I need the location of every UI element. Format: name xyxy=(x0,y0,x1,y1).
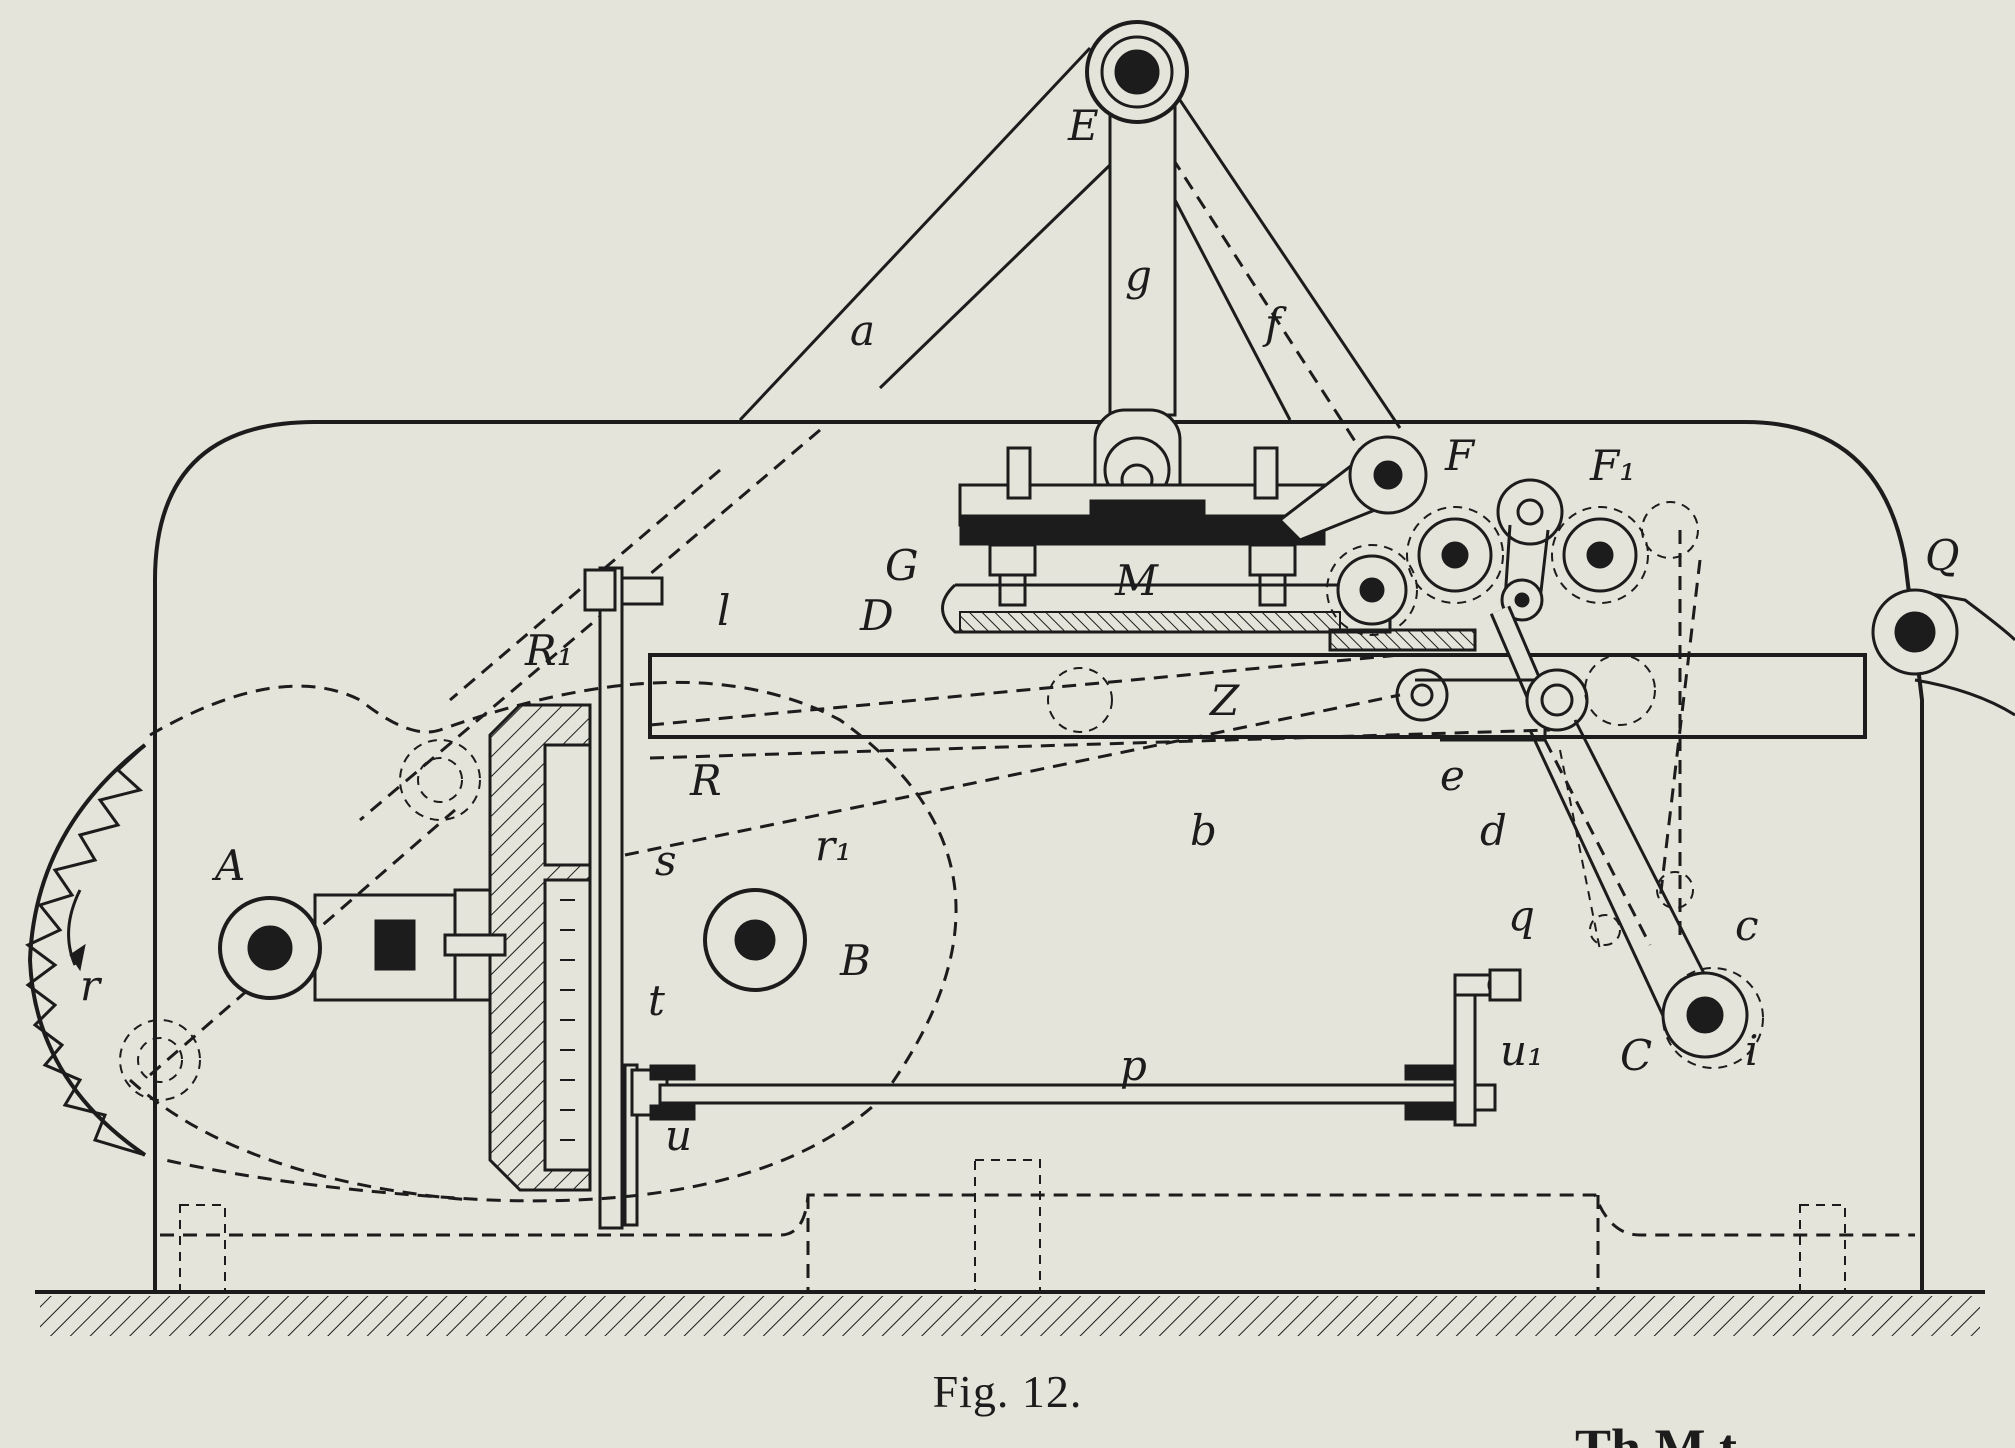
toothed-segment-r xyxy=(25,743,147,1157)
label-p: p xyxy=(1120,1041,1147,1090)
crank-links xyxy=(1395,530,1764,1069)
label-Q: Q xyxy=(1925,531,1959,580)
label-r: r xyxy=(80,961,103,1010)
shaft-b xyxy=(703,888,807,992)
label-D: D xyxy=(859,591,894,640)
top-pivot-assembly xyxy=(359,20,1402,822)
label-q: q xyxy=(1508,891,1535,940)
label-b: b xyxy=(1190,806,1217,855)
label-Z: Z xyxy=(1208,676,1240,725)
guide-bar xyxy=(583,566,664,1230)
cut-off-text: Th M t xyxy=(1575,1418,1737,1448)
machine-frame xyxy=(153,420,1924,1292)
label-f: f xyxy=(1262,299,1287,348)
label-t: t xyxy=(648,976,665,1025)
label-R1: R₁ xyxy=(524,626,573,675)
label-B: B xyxy=(839,936,871,985)
label-l: l xyxy=(717,586,730,635)
label-E: E xyxy=(1067,101,1099,150)
label-u: u xyxy=(665,1111,692,1160)
label-M: M xyxy=(1114,556,1159,605)
label-C: C xyxy=(1620,1031,1652,1080)
label-F: F xyxy=(1444,431,1476,480)
roller-q xyxy=(1871,588,2015,717)
roller-f1-link xyxy=(1496,478,1564,622)
pulley-assembly xyxy=(313,703,592,1192)
label-e: e xyxy=(1440,751,1465,800)
label-s: s xyxy=(655,836,677,885)
shaft-a xyxy=(218,896,322,1000)
label-d: d xyxy=(1480,806,1507,855)
crank-path xyxy=(149,680,958,1203)
label-i: i xyxy=(1745,1026,1758,1075)
gear-rollers xyxy=(1326,501,1699,636)
base-plinth xyxy=(160,1159,1915,1293)
press-head xyxy=(941,408,1477,652)
label-r1: r₁ xyxy=(815,821,852,870)
figure-labels: E g a f F F₁ Q G D M l R₁ Z R e b d r₁ s… xyxy=(80,101,1959,1160)
label-g: g xyxy=(1125,251,1152,300)
rod-p xyxy=(630,968,1522,1127)
label-c: c xyxy=(1735,901,1759,950)
label-F1: F₁ xyxy=(1589,441,1636,490)
figure-caption: Fig. 12. xyxy=(932,1366,1083,1417)
label-R: R xyxy=(689,756,722,805)
connecting-rods xyxy=(119,653,1551,1101)
roller-f xyxy=(1277,435,1428,542)
ground xyxy=(35,1290,1985,1336)
label-A: A xyxy=(211,841,245,890)
label-u1: u₁ xyxy=(1500,1026,1544,1075)
label-G: G xyxy=(885,541,919,590)
label-a: a xyxy=(850,306,875,355)
